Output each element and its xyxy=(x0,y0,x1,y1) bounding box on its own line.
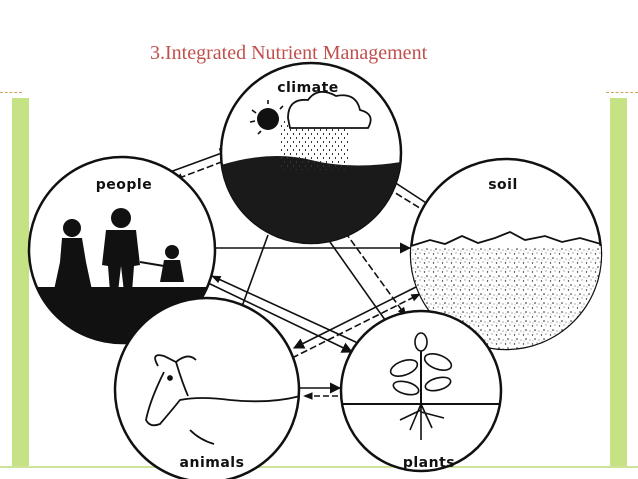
left-divider xyxy=(0,92,22,93)
animals-node: animals xyxy=(113,296,301,479)
climate-label: climate xyxy=(277,80,339,96)
sun-cloud-rain-icon xyxy=(221,90,401,243)
animals-label: animals xyxy=(180,455,245,471)
people-label: people xyxy=(96,177,152,193)
left-accent-bar xyxy=(12,98,29,466)
cow-icon xyxy=(145,354,299,445)
plants-label: plants xyxy=(403,455,455,471)
bottom-line xyxy=(0,466,638,468)
right-accent-bar xyxy=(610,98,627,466)
climate-node: climate xyxy=(219,61,403,245)
soil-label: soil xyxy=(488,177,518,193)
slide-title: 3.Integrated Nutrient Management xyxy=(150,42,428,64)
right-divider xyxy=(606,92,638,93)
plant-seedling-icon xyxy=(341,332,501,440)
plants-node: plants xyxy=(339,309,503,473)
